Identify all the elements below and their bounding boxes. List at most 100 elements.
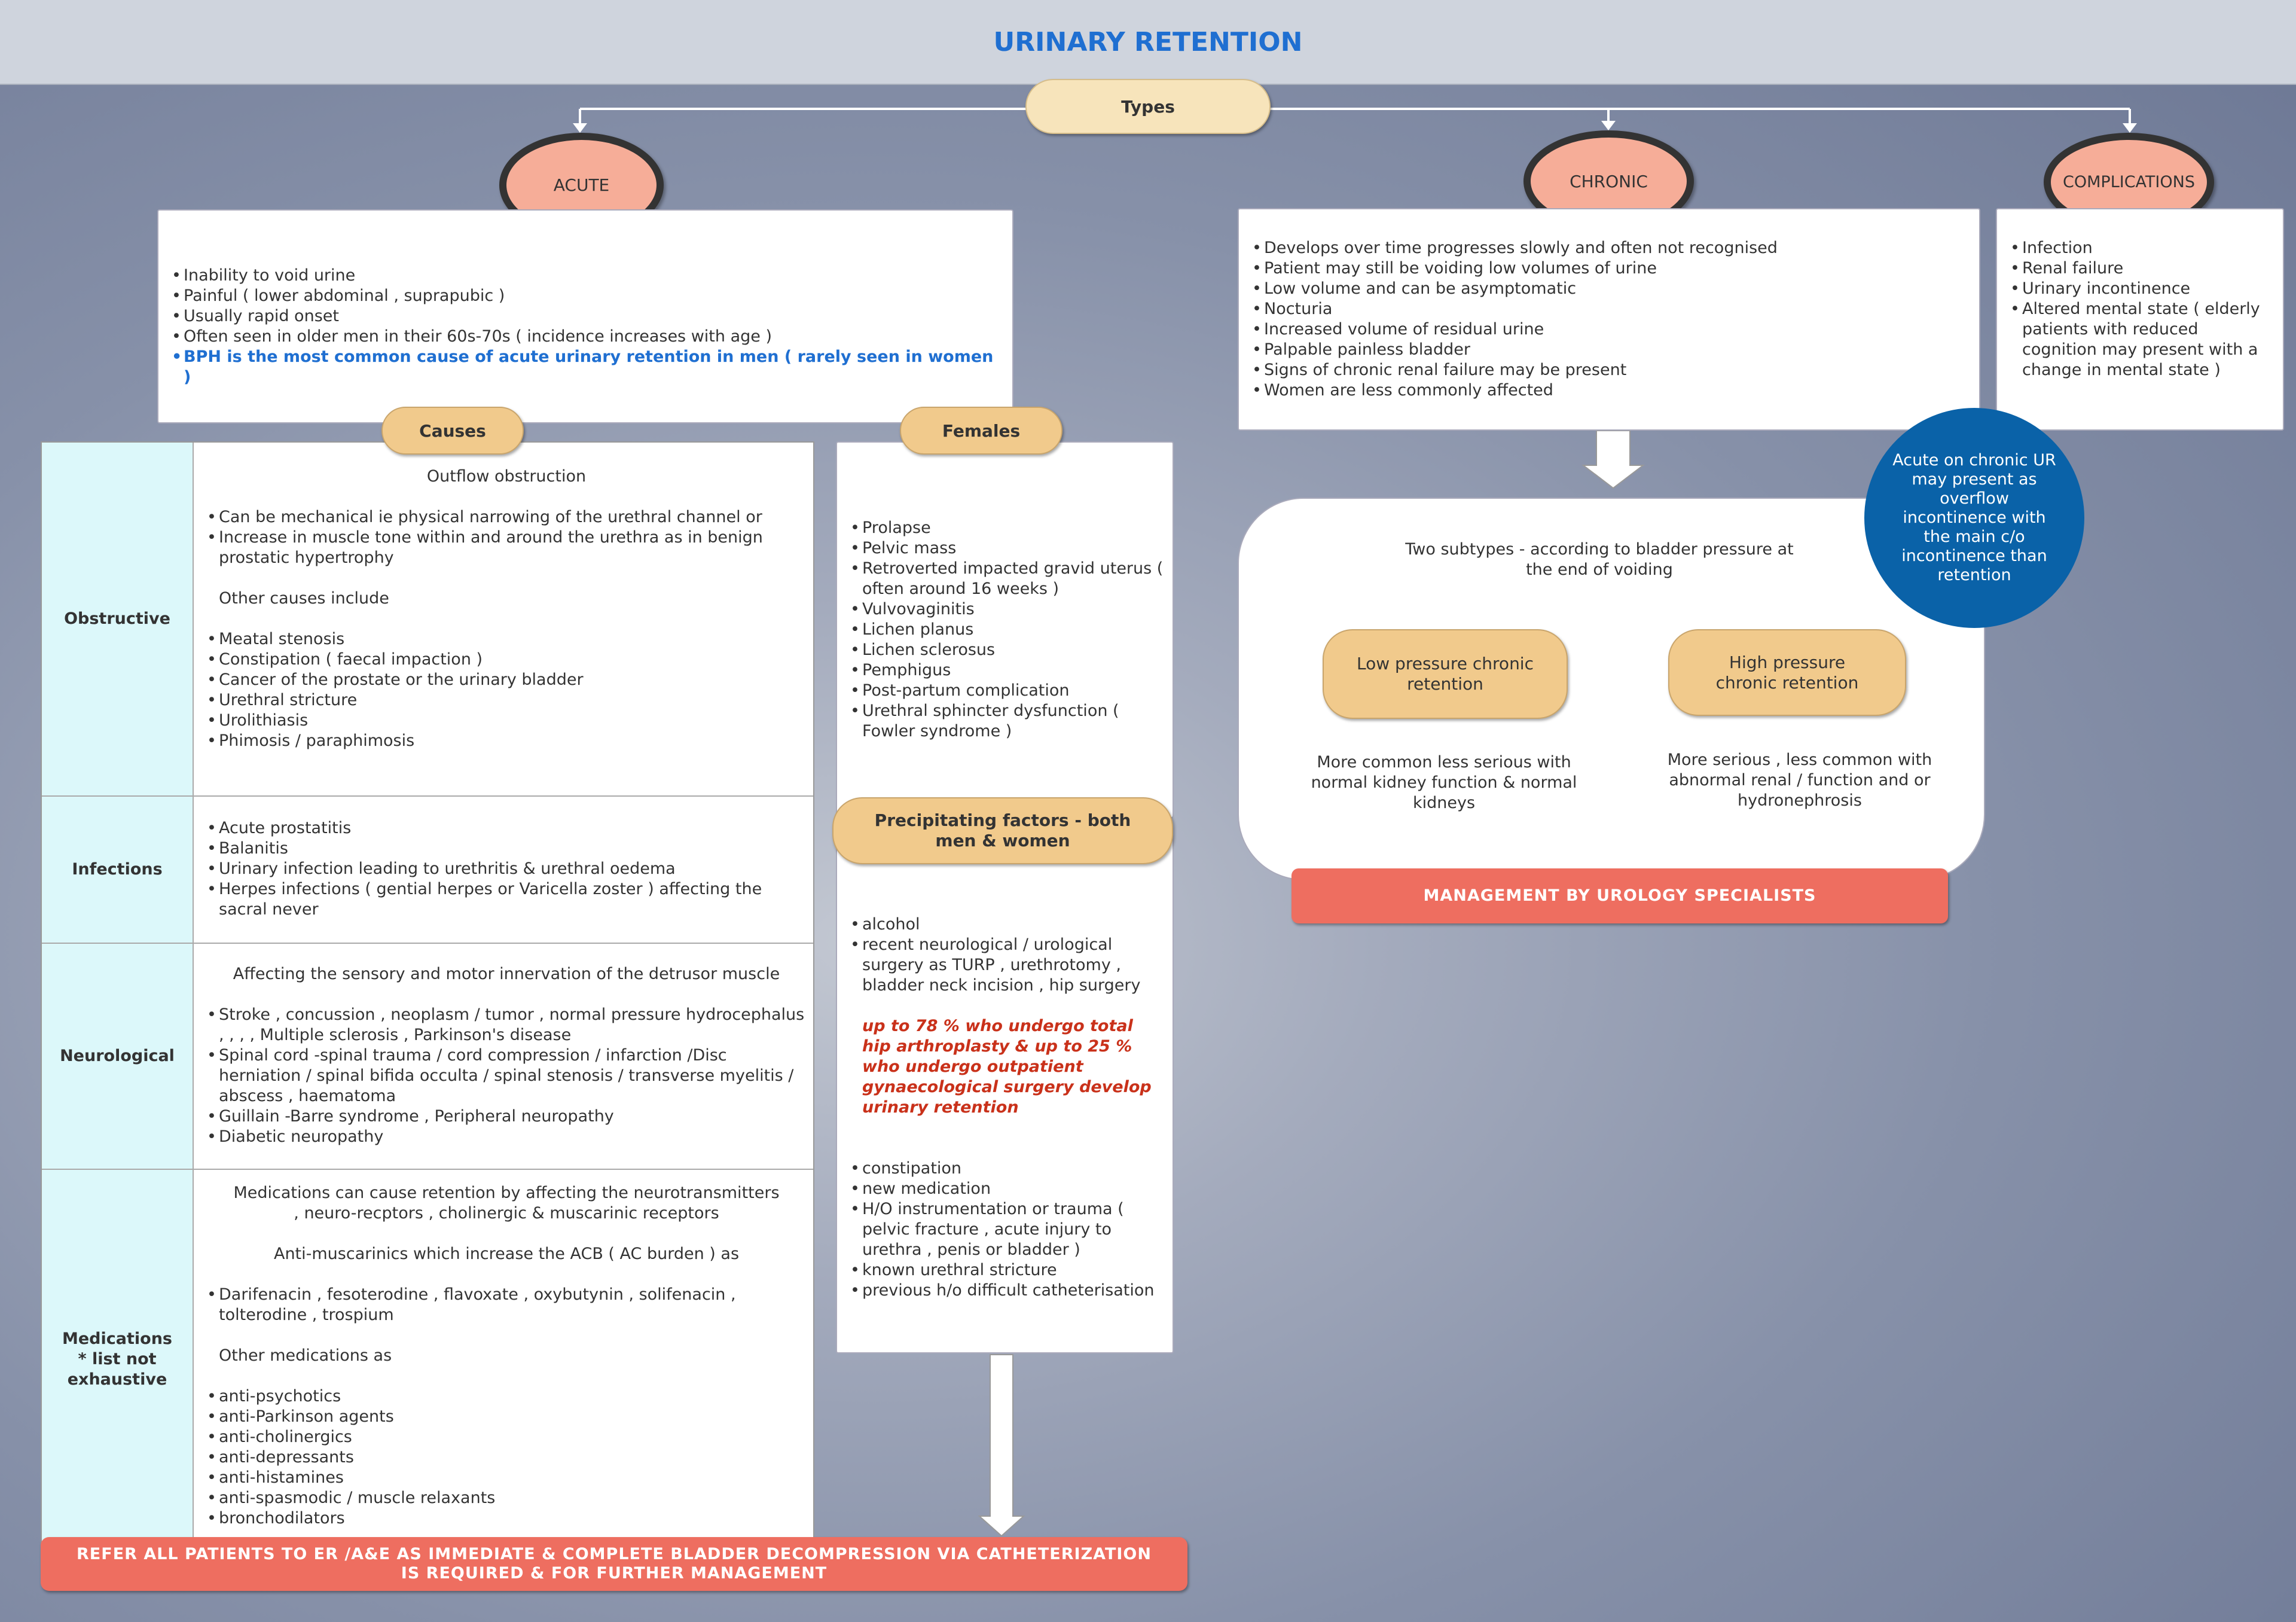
list-item: anti-cholinergics (207, 1427, 807, 1447)
list-item: Lichen sclerosus (850, 640, 1164, 660)
list-item: anti-psychotics (207, 1386, 807, 1407)
list-item: Lichen planus (850, 620, 1164, 640)
list-item: Patient may still be voiding low volumes… (1252, 258, 1971, 279)
females-list: Prolapse Pelvic mass Retroverted impacte… (849, 518, 1164, 742)
medications-heading-2: Anti-muscarinics which increase the ACB … (273, 1245, 740, 1263)
obstructive-heading: Outflow obstruction (426, 467, 587, 486)
precipitating-list-2: constipation new medication H/O instrume… (849, 1158, 1167, 1301)
list-item: Nocturia (1252, 299, 1971, 319)
infections-content: Acute prostatitis Balanitis Urinary infe… (195, 797, 813, 943)
high-pressure-desc: More serious , less common with abnormal… (1667, 751, 1932, 810)
medications-content: Medications can cause retention by affec… (195, 1170, 813, 1549)
infections-list: Acute prostatitis Balanitis Urinary infe… (206, 818, 807, 920)
medications-subheading: Other medications as (219, 1346, 392, 1365)
list-item: Can be mechanical ie physical narrowing … (207, 507, 807, 528)
list-item: Stroke , concussion , neoplasm / tumor ,… (207, 1005, 807, 1045)
complications-list: Infection Renal failure Urinary incontin… (2009, 238, 2277, 380)
list-item: Painful ( lower abdominal , suprapubic ) (172, 286, 1002, 306)
list-item: Inability to void urine (172, 266, 1002, 286)
list-item: Urethral stricture (207, 690, 807, 711)
acute-on-chronic-circle: Acute on chronic UR may present as overf… (1864, 408, 2084, 628)
list-item: Herpes infections ( gential herpes or Va… (207, 879, 807, 920)
list-item: Meatal stenosis (207, 629, 807, 650)
list-item: Renal failure (2010, 258, 2277, 279)
neurological-heading: Affecting the sensory and motor innervat… (233, 965, 780, 983)
management-banner: MANAGEMENT BY UROLOGY SPECIALISTS (1292, 868, 1948, 923)
acute-list: Inability to void urine Painful ( lower … (170, 266, 1002, 388)
precipitating-highlight: up to 78 % who undergo total hip arthrop… (862, 1017, 1152, 1117)
list-item: Palpable painless bladder (1252, 340, 1971, 360)
types-pill: Types (1025, 79, 1271, 134)
list-item: Guillain -Barre syndrome , Peripheral ne… (207, 1106, 807, 1127)
obstructive-row: Obstructive Outflow obstruction Can be m… (42, 443, 813, 797)
list-item: Phimosis / paraphimosis (207, 731, 807, 751)
low-pressure-desc: More common less serious with normal kid… (1311, 753, 1577, 812)
list-item: Urinary infection leading to urethritis … (207, 859, 807, 879)
list-item: Altered mental state ( elderly patients … (2010, 299, 2277, 380)
medications-list-1: Darifenacin , fesoterodine , flavoxate ,… (206, 1285, 807, 1325)
list-item: bronchodilators (207, 1508, 807, 1529)
list-item: anti-Parkinson agents (207, 1407, 807, 1427)
medications-note: * list not exhaustive (67, 1350, 167, 1389)
list-item: Women are less commonly affected (1252, 380, 1971, 401)
causes-pill: Causes (381, 407, 524, 455)
list-item: Often seen in older men in their 60s-70s… (172, 327, 1002, 347)
list-item: Low volume and can be asymptomatic (1252, 279, 1971, 299)
list-item: Spinal cord -spinal trauma / cord compre… (207, 1045, 807, 1106)
obstructive-list-2: Meatal stenosis Constipation ( faecal im… (206, 629, 807, 751)
types-label: Types (1121, 96, 1175, 117)
precipitating-list-1: alcohol recent neurological / urological… (849, 914, 1167, 996)
list-item: Balanitis (207, 839, 807, 859)
list-item: Pemphigus (850, 660, 1164, 681)
list-item: recent neurological / urological surgery… (850, 935, 1167, 996)
causes-table: Obstructive Outflow obstruction Can be m… (41, 441, 814, 1550)
infections-row: Infections Acute prostatitis Balanitis U… (42, 797, 813, 944)
high-pressure-pill: High pressure chronic retention (1668, 629, 1906, 716)
page-title: URINARY RETENTION (993, 26, 1303, 57)
title-bar: URINARY RETENTION (0, 0, 2296, 85)
infections-label: Infections (42, 797, 194, 943)
list-item: Retroverted impacted gravid uterus ( oft… (850, 559, 1164, 599)
obstructive-list-1: Can be mechanical ie physical narrowing … (206, 507, 807, 568)
list-item: Signs of chronic renal failure may be pr… (1252, 360, 1971, 380)
list-item: anti-histamines (207, 1468, 807, 1488)
list-item: Vulvovaginitis (850, 599, 1164, 620)
neurological-content: Affecting the sensory and motor innervat… (195, 944, 813, 1169)
medications-list-2: anti-psychotics anti-Parkinson agents an… (206, 1386, 807, 1529)
list-item: Infection (2010, 238, 2277, 258)
acute-box: Inability to void urine Painful ( lower … (157, 209, 1013, 423)
list-item: Develops over time progresses slowly and… (1252, 238, 1971, 258)
list-item: anti-depressants (207, 1447, 807, 1468)
obstructive-subheading: Other causes include (219, 589, 389, 608)
medications-heading: Medications can cause retention by affec… (233, 1184, 780, 1222)
medications-row: Medications * list not exhaustive Medica… (42, 1170, 813, 1549)
refer-banner: REFER ALL PATIENTS TO ER /A&E AS IMMEDIA… (41, 1537, 1187, 1591)
list-item: H/O instrumentation or trauma ( pelvic f… (850, 1199, 1167, 1260)
bph-highlight: BPH is the most common cause of acute ur… (172, 347, 1002, 388)
chronic-box: Develops over time progresses slowly and… (1238, 208, 1980, 431)
list-item: Cancer of the prostate or the urinary bl… (207, 670, 807, 690)
low-pressure-pill: Low pressure chronic retention (1323, 629, 1568, 719)
subtypes-heading: Two subtypes - according to bladder pres… (1405, 540, 1794, 579)
medications-label: Medications * list not exhaustive (42, 1170, 194, 1549)
females-pill: Females (900, 407, 1062, 455)
females-box: Prolapse Pelvic mass Retroverted impacte… (836, 441, 1174, 818)
list-item: Urinary incontinence (2010, 279, 2277, 299)
complications-box: Infection Renal failure Urinary incontin… (1996, 208, 2284, 431)
acute-label: ACUTE (553, 175, 610, 195)
list-item: Diabetic neuropathy (207, 1127, 807, 1147)
list-item: Usually rapid onset (172, 306, 1002, 327)
list-item: Increase in muscle tone within and aroun… (207, 528, 807, 568)
list-item: Post-partum complication (850, 681, 1164, 701)
neurological-label: Neurological (42, 944, 194, 1169)
list-item: Urethral sphincter dysfunction ( Fowler … (850, 701, 1164, 742)
list-item: anti-spasmodic / muscle relaxants (207, 1488, 807, 1508)
list-item: constipation (850, 1158, 1167, 1179)
neurological-list: Stroke , concussion , neoplasm / tumor ,… (206, 1005, 807, 1147)
list-item: Acute prostatitis (207, 818, 807, 839)
list-item: previous h/o difficult catheterisation (850, 1280, 1167, 1301)
list-item: Prolapse (850, 518, 1164, 538)
list-item: Increased volume of residual urine (1252, 319, 1971, 340)
list-item: known urethral stricture (850, 1260, 1167, 1280)
